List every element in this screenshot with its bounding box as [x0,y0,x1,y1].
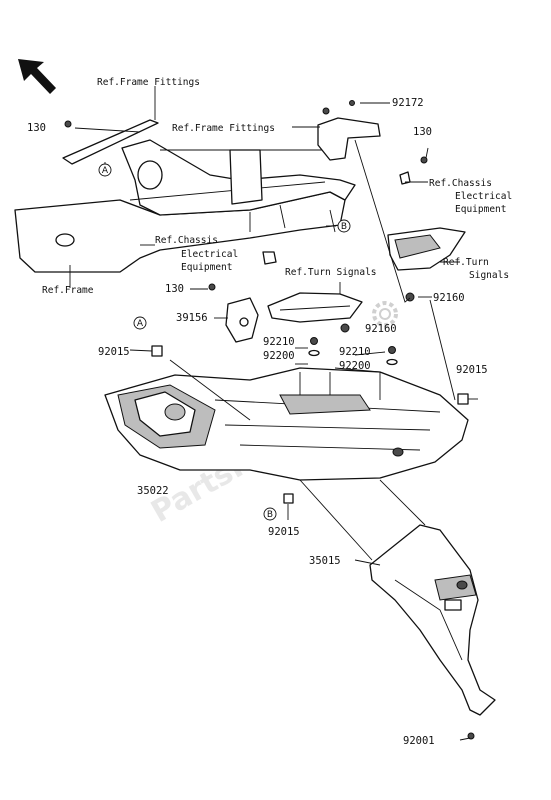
ref-frame-fittings-label: Ref.Frame Fittings [97,77,200,88]
callout-b: B [337,219,351,233]
svg-text:A: A [102,166,109,176]
part-number: 39156 [176,312,208,324]
leader-lines [69,86,478,741]
ref-chassis-label: Ref.Chassis [429,178,492,189]
ref-chassis-label: Equipment [181,262,232,273]
ref-frame-fittings-label: Ref.Frame Fittings [172,123,275,134]
callout-a: A [98,163,112,177]
front-direction-arrow-icon [18,59,56,94]
ref-chassis-label: Electrical [455,191,512,202]
gear-icon [372,301,398,327]
ref-chassis-label: Ref.Chassis [155,235,218,246]
ref-turn-signals-label: Ref.Turn Signals [285,267,377,278]
part-number: 130 [413,126,432,138]
ref-turn-signals-label: Signals [469,270,509,281]
part-number: 92015 [456,364,488,376]
turn-signal-bracket [317,100,381,161]
callout-b: B [263,507,277,521]
part-number: 92160 [433,292,465,304]
ref-turn-signals-label: Ref.Turn [443,257,489,268]
turn-signal-right [387,227,466,302]
part-number: 35015 [309,555,341,567]
svg-text:B: B [267,510,273,520]
frame-fitting-bar [62,119,159,165]
svg-text:A: A [137,319,144,329]
part-number: 92200 [339,360,371,372]
part-number: 92001 [403,735,435,747]
part-number: 130 [27,122,46,134]
rear-frame [14,139,356,273]
undertray-35022 [104,367,469,481]
svg-text:B: B [341,222,347,232]
part-number: 92210 [263,336,295,348]
ref-chassis-label: Electrical [181,249,238,260]
part-number: 92160 [365,323,397,335]
ref-frame-label: Ref.Frame [42,285,94,296]
part-number: 92172 [392,97,424,109]
ref-chassis-label: Equipment [455,204,506,215]
part-numbers: 130 130 130 92172 92160 92160 39156 9221… [27,97,488,747]
callout-a: A [133,316,147,330]
part-number: 92015 [98,346,130,358]
part-number: 92015 [268,526,300,538]
part-number: 92210 [339,346,371,358]
grommets [151,251,469,504]
rear-fender-35015 [369,524,496,740]
turn-signal-mid [267,292,363,323]
clip [399,156,428,185]
part-number: 92200 [263,350,295,362]
reference-labels: Ref.Frame Fittings Ref.Frame Fittings Re… [42,77,512,296]
part-number: 35022 [137,485,169,497]
part-number: 130 [165,283,184,295]
bracket-39156 [225,297,259,343]
